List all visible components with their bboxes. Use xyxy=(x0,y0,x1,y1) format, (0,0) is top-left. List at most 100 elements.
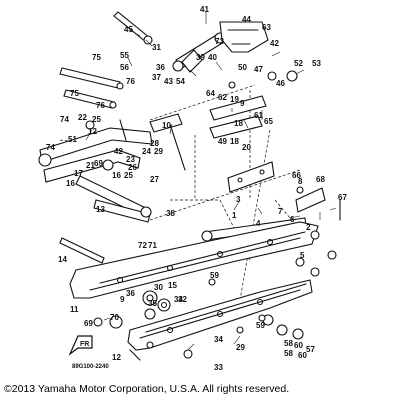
callout: 25 xyxy=(92,115,101,124)
callout: 36 xyxy=(126,289,135,298)
callout: 9 xyxy=(120,295,125,304)
upper-shafts xyxy=(59,11,153,109)
callout: 16 xyxy=(66,179,75,188)
callout: 27 xyxy=(150,175,159,184)
callout: 18 xyxy=(230,137,239,146)
long-rod xyxy=(59,237,105,264)
callout: 40 xyxy=(208,53,217,62)
callout: 54 xyxy=(176,77,185,86)
callout: 3 xyxy=(236,195,241,204)
callout: 35 xyxy=(148,299,157,308)
callout: 50 xyxy=(238,63,247,72)
callout: 12 xyxy=(112,353,121,362)
callout: 24 xyxy=(142,147,151,156)
callout: 74 xyxy=(60,115,69,124)
callout: 53 xyxy=(312,59,321,68)
front-arm-assembly xyxy=(38,127,153,223)
callout: 42 xyxy=(114,147,123,156)
callout: 59 xyxy=(256,321,265,330)
slide-rail-lower xyxy=(127,279,313,351)
callout: 65 xyxy=(264,117,273,126)
callout: 13 xyxy=(96,205,105,214)
callout: 10 xyxy=(162,121,171,130)
callout: 23 xyxy=(126,155,135,164)
callout: 59 xyxy=(210,271,219,280)
callout: 14 xyxy=(58,255,67,264)
callout: 22 xyxy=(78,113,87,122)
callout: 60 xyxy=(298,351,307,360)
callout: 58 xyxy=(284,339,293,348)
callout: 69 xyxy=(94,159,103,168)
leader-lines xyxy=(85,12,337,351)
callout: 42 xyxy=(270,39,279,48)
slide-rail-upper xyxy=(69,221,319,299)
callout: 76 xyxy=(96,101,105,110)
callout: 51 xyxy=(68,135,77,144)
callout: 63 xyxy=(262,23,271,32)
callout: 76 xyxy=(126,77,135,86)
shock-absorber xyxy=(172,32,226,73)
callout: 15 xyxy=(168,281,177,290)
callout: 46 xyxy=(276,79,285,88)
callout: 38 xyxy=(166,209,175,218)
hardware xyxy=(85,81,341,361)
copyright-notice: ©2013 Yamaha Motor Corporation, U.S.A. A… xyxy=(4,383,290,395)
callout: 33 xyxy=(214,363,223,372)
callout: 57 xyxy=(306,345,315,354)
callout: 68 xyxy=(316,175,325,184)
callout: 62 xyxy=(218,93,227,102)
callout: 75 xyxy=(70,89,79,98)
callout: 69 xyxy=(84,319,93,328)
callout: 58 xyxy=(284,349,293,358)
callout: 75 xyxy=(92,53,101,62)
callout: 60 xyxy=(294,341,303,350)
callout: 26 xyxy=(128,163,137,172)
callout: 64 xyxy=(206,89,215,98)
callout: 52 xyxy=(294,59,303,68)
callout: 2 xyxy=(306,223,311,232)
callout: 34 xyxy=(214,335,223,344)
callout: 61 xyxy=(254,111,263,120)
front-arrow-logo: FR xyxy=(80,341,89,348)
callout: 55 xyxy=(120,51,129,60)
callout: 5 xyxy=(300,251,305,260)
callout: 47 xyxy=(254,65,263,74)
callout: 67 xyxy=(338,193,347,202)
callout: 21 xyxy=(86,161,95,170)
callout: 11 xyxy=(70,305,79,314)
callout: 19 xyxy=(230,95,239,104)
callout: 72 xyxy=(138,241,147,250)
callout: 32 xyxy=(178,295,187,304)
callout: 41 xyxy=(200,5,209,14)
callout: 25 xyxy=(124,171,133,180)
callout: 29 xyxy=(154,147,163,156)
callout: 28 xyxy=(150,139,159,148)
callout: 39 xyxy=(196,53,205,62)
callout: 18 xyxy=(234,119,243,128)
callout: 71 xyxy=(148,241,157,250)
callout: 56 xyxy=(120,63,129,72)
callout: 37 xyxy=(152,73,161,82)
callout: 70 xyxy=(110,313,119,322)
callout: 6 xyxy=(290,215,295,224)
callout: 66 xyxy=(292,171,301,180)
callout: 43 xyxy=(164,77,173,86)
callout: 17 xyxy=(74,169,83,178)
callout: 16 xyxy=(112,171,121,180)
side-plates xyxy=(227,161,326,213)
callout: 73 xyxy=(215,37,224,46)
callout: 31 xyxy=(152,43,161,52)
front-arrow-icon: FR xyxy=(68,335,93,356)
upper-bracket xyxy=(219,21,298,82)
callout: 44 xyxy=(242,15,251,24)
callout: 49 xyxy=(218,137,227,146)
callout: 4 xyxy=(256,219,261,228)
callout: 30 xyxy=(154,283,163,292)
callouts: 41 44 63 45 31 42 73 55 56 36 52 53 39 4… xyxy=(46,5,347,372)
callout: 1 xyxy=(232,211,237,220)
mid-arms xyxy=(149,95,267,171)
callout: 29 xyxy=(236,343,245,352)
diagram-code: 89G100-2240 xyxy=(72,364,109,370)
callout: 8 xyxy=(298,177,303,186)
callout: 7 xyxy=(278,207,283,216)
